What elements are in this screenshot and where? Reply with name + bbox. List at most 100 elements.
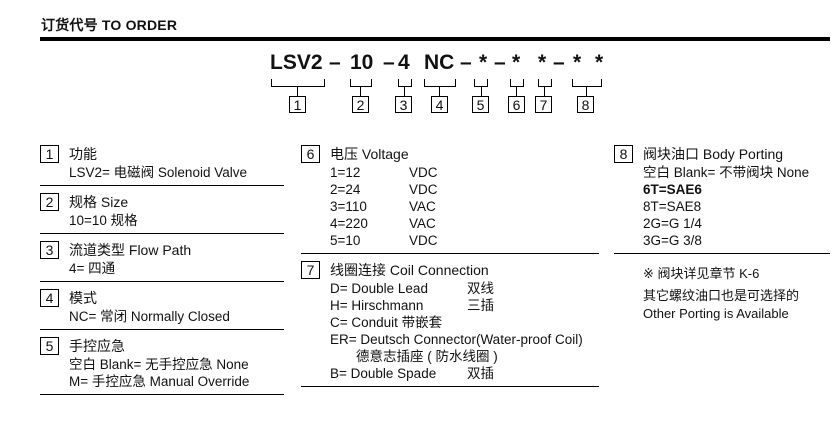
voltage-code: 5=10 bbox=[330, 233, 361, 248]
option-line: 8T=SAE8 bbox=[643, 199, 702, 214]
code-segment: 4 bbox=[398, 51, 410, 74]
section-number-box: 6 bbox=[301, 145, 320, 163]
stem-7 bbox=[544, 87, 546, 97]
coil-code: 德意志插座 ( 防水线圈 ) bbox=[356, 349, 498, 364]
section-number-box: 1 bbox=[40, 145, 59, 163]
option-line: M= 手控应急 Manual Override bbox=[69, 374, 250, 389]
voltage-code: 1=12 bbox=[330, 165, 361, 180]
option-line: 3G=G 3/8 bbox=[643, 233, 702, 248]
stem-3 bbox=[404, 87, 406, 97]
stem-6 bbox=[516, 87, 518, 97]
voltage-code: 2=24 bbox=[330, 182, 361, 197]
coil-row: 德意志插座 ( 防水线圈 ) bbox=[301, 348, 599, 365]
section-divider bbox=[301, 386, 599, 387]
code-segment: * bbox=[479, 51, 488, 74]
code-box-6: 6 bbox=[508, 96, 525, 113]
section-number-box: 5 bbox=[40, 337, 59, 355]
section-title: 流道类型 Flow Path bbox=[69, 242, 192, 258]
option-line: 10=10 规格 bbox=[69, 213, 138, 228]
code-segment: LSV2 bbox=[270, 51, 323, 74]
code-box-1: 1 bbox=[289, 96, 306, 113]
note-line: Other Porting is Available bbox=[643, 306, 789, 321]
option-line: 空白 Blank= 无手控应急 None bbox=[69, 357, 249, 372]
section-title: 线圈连接 Coil Connection bbox=[330, 262, 489, 278]
section-title: 规格 Size bbox=[69, 194, 129, 210]
coil-row: ER= Deutsch Connector(Water-proof Coil) bbox=[301, 331, 599, 348]
code-segment: NC bbox=[424, 51, 455, 74]
code-box-5: 5 bbox=[472, 96, 489, 113]
stem-2 bbox=[360, 87, 362, 97]
code-box-2: 2 bbox=[352, 96, 369, 113]
coil-code: H= Hirschmann bbox=[330, 298, 424, 313]
option-line: 2G=G 1/4 bbox=[643, 216, 702, 231]
voltage-type: VDC bbox=[409, 165, 438, 180]
section-number-box: 2 bbox=[40, 193, 59, 211]
bracket-6 bbox=[510, 79, 524, 87]
section-title: 阀块油口 Body Porting bbox=[643, 146, 784, 162]
section-divider bbox=[40, 185, 284, 186]
stem-5 bbox=[481, 87, 483, 97]
voltage-row: 3=110 VAC bbox=[301, 198, 599, 215]
option-line: LSV2= 电磁阀 Solenoid Valve bbox=[69, 165, 247, 180]
stem-1 bbox=[297, 87, 299, 97]
bracket-7 bbox=[538, 79, 552, 87]
column-1: 1 功能 LSV2= 电磁阀 Solenoid Valve 2 规格 Size 10… bbox=[40, 144, 284, 401]
section-title: 模式 bbox=[69, 290, 97, 306]
section-divider bbox=[40, 281, 284, 282]
note-line: 其它螺纹油口也是可选择的 bbox=[643, 288, 800, 303]
bracket-4 bbox=[424, 79, 456, 87]
coil-row: B= Double Spade 双插 bbox=[301, 365, 599, 382]
code-box-7: 7 bbox=[535, 96, 552, 113]
code-segment: * bbox=[595, 51, 604, 74]
code-dash: – bbox=[494, 51, 506, 74]
section-manual-override: 5 手控应急 空白 Blank= 无手控应急 None M= 手控应急 Manua… bbox=[40, 336, 284, 395]
code-segment: 10 bbox=[350, 51, 374, 74]
voltage-row: 1=12 VDC bbox=[301, 164, 599, 181]
code-segment: * bbox=[512, 51, 521, 74]
option-line: NC= 常闭 Normally Closed bbox=[69, 309, 230, 324]
bracket-1 bbox=[271, 79, 325, 87]
title-rule bbox=[40, 37, 830, 41]
voltage-code: 4=220 bbox=[330, 216, 368, 231]
option-line: 6T=SAE6 bbox=[643, 182, 702, 197]
code-segment: * bbox=[573, 51, 582, 74]
section-size: 2 规格 Size 10=10 规格 bbox=[40, 192, 284, 234]
section-number-box: 4 bbox=[40, 289, 59, 307]
section-divider bbox=[40, 233, 284, 234]
voltage-code: 3=110 bbox=[330, 199, 367, 214]
option-line: 空白 Blank= 不带阀块 None bbox=[643, 165, 810, 180]
section-title: 手控应急 bbox=[69, 338, 125, 354]
coil-cn: 双插 bbox=[467, 366, 494, 381]
bracket-3 bbox=[398, 79, 412, 87]
coil-code: B= Double Spade bbox=[330, 366, 437, 381]
code-segment: * bbox=[538, 51, 547, 74]
section-divider bbox=[301, 253, 599, 254]
coil-code: ER= Deutsch Connector(Water-proof Coil) bbox=[330, 332, 583, 347]
voltage-type: VDC bbox=[409, 233, 438, 248]
section-title: 功能 bbox=[69, 146, 97, 162]
coil-row: C= Conduit 带嵌套 bbox=[301, 314, 599, 331]
section-mode: 4 模式 NC= 常闭 Normally Closed bbox=[40, 288, 284, 330]
bracket-2 bbox=[350, 79, 372, 87]
voltage-type: VAC bbox=[409, 216, 436, 231]
code-dash: – bbox=[553, 51, 565, 74]
coil-cn: 双线 bbox=[467, 281, 494, 296]
bracket-8 bbox=[572, 79, 602, 87]
voltage-type: VAC bbox=[409, 199, 436, 214]
code-dash: – bbox=[460, 51, 472, 74]
code-box-8: 8 bbox=[577, 96, 594, 113]
section-number-box: 7 bbox=[301, 261, 320, 279]
code-dash: – bbox=[329, 51, 341, 74]
code-box-3: 3 bbox=[395, 96, 412, 113]
section-divider bbox=[40, 329, 284, 330]
section-title: 电压 Voltage bbox=[330, 146, 409, 162]
